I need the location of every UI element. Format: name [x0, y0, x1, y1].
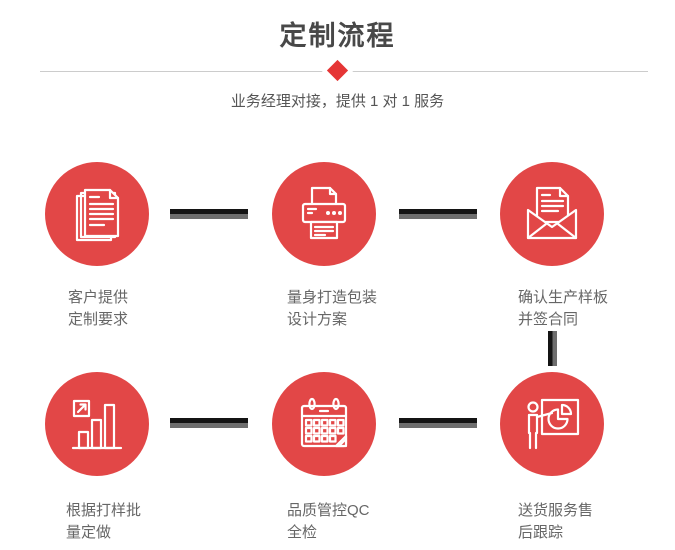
step-circle-quality-control: [272, 372, 376, 476]
envelope-letter-icon: [520, 182, 584, 246]
step-label-sample-contract: 确认生产样板 并签合同: [518, 287, 608, 331]
calendar-icon: [292, 392, 356, 456]
step-circle-packaging-design: [272, 162, 376, 266]
connector-step4-step5: [170, 418, 248, 428]
step-circle-customer-requirements: [45, 162, 149, 266]
step-label-quality-control: 品质管控QC 全检: [287, 500, 370, 544]
step-circle-sample-contract: [500, 162, 604, 266]
page-title: 定制流程: [279, 21, 396, 51]
step-label-line: 确认生产样板: [518, 289, 609, 306]
connector-step3-step6: [548, 331, 557, 366]
connector-step5-step6: [399, 418, 477, 428]
step-label-line: 后跟踪: [518, 524, 564, 541]
printer-icon: [292, 182, 356, 246]
step-label-line: 全检: [287, 524, 318, 541]
step-label-line: 并签合同: [518, 311, 579, 328]
step-label-line: 客户提供: [68, 289, 129, 306]
step-label-line: 定制要求: [68, 311, 129, 328]
subtitle: 业务经理对接，提供 1 对 1 服务: [230, 93, 445, 110]
step-label-delivery-service: 送货服务售 后跟踪: [518, 500, 593, 544]
step-label-line: 设计方案: [287, 311, 348, 328]
step-label-line: 根据打样批: [66, 502, 142, 519]
step-label-line: 品质管控QC: [287, 502, 370, 519]
step-circle-delivery-service: [500, 372, 604, 476]
step-label-line: 送货服务售: [518, 502, 594, 519]
step-label-line: 量身打造包装: [287, 289, 378, 306]
documents-icon: [65, 182, 129, 246]
step-circle-batch-production: [45, 372, 149, 476]
diamond-marker: [326, 59, 349, 82]
presentation-icon: [520, 392, 584, 456]
connector-step2-step3: [399, 209, 477, 219]
step-label-packaging-design: 量身打造包装 设计方案: [287, 287, 377, 331]
step-label-batch-production: 根据打样批 量定做: [66, 500, 141, 544]
step-label-customer-requirements: 客户提供 定制要求: [68, 287, 128, 331]
bar-chart-icon: [65, 392, 129, 456]
step-label-line: 量定做: [66, 524, 112, 541]
connector-step1-step2: [170, 209, 248, 219]
